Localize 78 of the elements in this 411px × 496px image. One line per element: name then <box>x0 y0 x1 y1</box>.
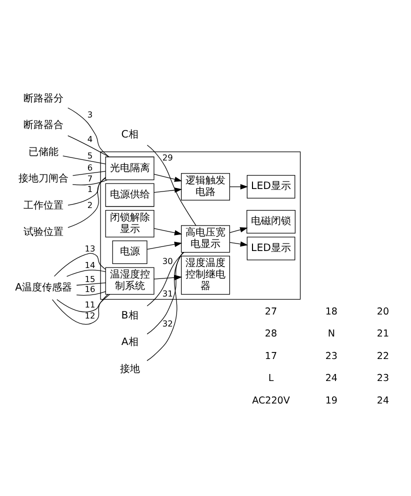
edge-label: 1 <box>87 184 93 194</box>
node-text: A相 <box>121 337 138 348</box>
connector <box>146 252 184 361</box>
node-box: 逻辑触发电路 <box>181 173 230 200</box>
arrow <box>229 227 248 233</box>
node-text: 试验位置 <box>24 226 64 238</box>
edge-label: 29 <box>162 152 173 162</box>
node-box: 电磁闭锁 <box>246 210 296 234</box>
arrow <box>154 274 182 280</box>
arrow <box>229 241 248 247</box>
node-box: LED显示 <box>246 175 296 199</box>
edge-label: 16 <box>84 284 96 294</box>
edge-label: 11 <box>84 299 96 310</box>
label: 24 <box>376 395 390 406</box>
edge-label: 30 <box>162 256 173 266</box>
node-box: 光电隔离 <box>105 156 154 180</box>
edge-label: 2 <box>87 200 93 210</box>
edge-label: 14 <box>84 260 96 270</box>
node-box: 温湿度控制系统 <box>105 267 154 295</box>
connector <box>68 177 106 228</box>
label: 22 <box>376 350 390 362</box>
arrow <box>154 174 182 182</box>
connector <box>68 108 110 158</box>
node-text: B相 <box>121 310 138 322</box>
node-text: 已储能 <box>28 146 59 158</box>
label: L <box>268 373 274 384</box>
connector <box>68 135 110 158</box>
node-box: 高电压宽电显示 <box>181 225 230 253</box>
label: AC220V <box>252 395 290 406</box>
edge-label: 5 <box>87 150 93 160</box>
connector <box>76 291 106 296</box>
connector <box>146 252 184 334</box>
edge-label: 15 <box>84 274 96 284</box>
connector <box>72 180 108 186</box>
node-box: 湿度温度控制继电器 <box>181 256 230 295</box>
label: N <box>328 328 336 340</box>
label: 18 <box>325 306 338 318</box>
connector <box>72 171 106 176</box>
arrow <box>154 228 182 236</box>
connector <box>52 294 108 325</box>
node-text: 工作位置 <box>24 200 64 212</box>
connector <box>62 156 106 164</box>
node-text: 断路器分 <box>24 93 64 104</box>
node-box: 电源供给 <box>105 183 154 207</box>
label: 19 <box>325 395 338 406</box>
connector <box>68 178 106 206</box>
label: 17 <box>264 350 278 362</box>
connector <box>54 252 106 277</box>
edge-label: 3 <box>87 110 93 120</box>
node-box: LED显示 <box>246 236 296 260</box>
node-text: 接地 <box>120 364 140 375</box>
label: 20 <box>376 306 390 318</box>
edge-label: 13 <box>84 243 96 254</box>
node-box: 闭锁解除显示 <box>105 210 154 238</box>
edge-label: 7 <box>87 173 93 184</box>
edge-label: 32 <box>162 318 173 328</box>
node-text: A温度传感器 <box>15 282 72 294</box>
label: 23 <box>376 373 390 384</box>
cluster <box>100 151 301 300</box>
edge-label: 12 <box>84 310 96 321</box>
label: 21 <box>376 328 390 340</box>
label: 24 <box>325 373 338 384</box>
node-text: C相 <box>121 130 138 141</box>
connector <box>76 282 106 286</box>
label: 27 <box>264 306 278 318</box>
connector <box>66 270 106 277</box>
edge-label: 6 <box>87 162 93 172</box>
arrow <box>146 242 182 250</box>
edge-label: 31 <box>162 288 173 298</box>
connector <box>146 252 184 306</box>
connector <box>56 294 110 312</box>
arrow <box>229 184 248 190</box>
label: 28 <box>264 328 278 340</box>
edge-label: 4 <box>87 134 93 144</box>
label: 23 <box>325 350 338 362</box>
node-box: 电源 <box>112 240 148 264</box>
node-text: 接地刀闸合 <box>18 174 69 185</box>
node-text: 断路器合 <box>24 120 64 132</box>
